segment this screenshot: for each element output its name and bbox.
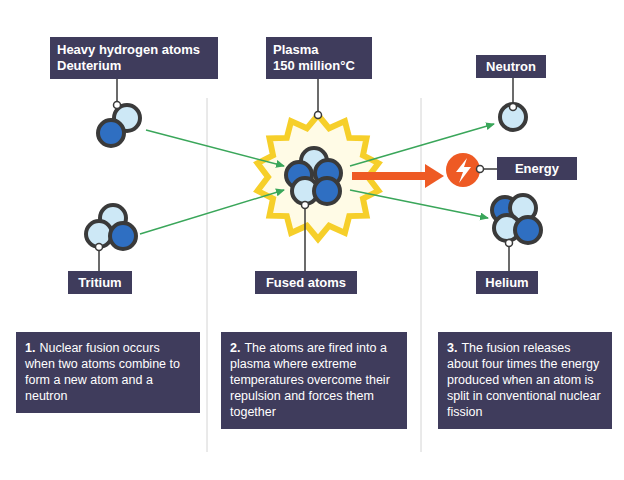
leader-dot [96, 244, 103, 251]
label-box: Neutron [476, 55, 546, 78]
proton-particle [110, 223, 136, 249]
leader-dot [114, 102, 121, 109]
step-box: 1.Nuclear fusion occurs when two atoms c… [16, 332, 200, 413]
step-text: The atoms are fired into a plasma where … [230, 341, 390, 419]
label-text: Neutron [482, 58, 540, 75]
leader-dot [477, 166, 484, 173]
energy-arrow [352, 172, 428, 180]
leader-dot [315, 112, 322, 119]
label-box: Fused atoms [255, 271, 357, 294]
flow-arrow [140, 190, 284, 234]
leader-line [98, 248, 100, 271]
label-text: Fused atoms [261, 274, 351, 291]
proton-particle [314, 178, 340, 204]
label-box: Tritium [68, 271, 132, 294]
step-text: The fusion releases about four times the… [447, 341, 601, 419]
label-text: Plasma [273, 42, 365, 58]
energy-arrow-head [425, 164, 444, 188]
step-text: Nuclear fusion occurs when two atoms com… [25, 341, 180, 403]
label-text: Heavy hydrogen atoms [57, 42, 211, 58]
leader-line [317, 79, 319, 114]
step-number: 1. [25, 341, 35, 355]
label-box: Energy [497, 157, 577, 180]
flow-arrow [146, 130, 284, 166]
leader-dots [96, 102, 517, 251]
step-number: 3. [447, 341, 457, 355]
step-box: 3.The fusion releases about four times t… [438, 332, 612, 429]
fused-atom [286, 148, 341, 204]
proton-particle [515, 217, 541, 243]
step-box: 2.The atoms are fired into a plasma wher… [221, 332, 407, 429]
deuterium-atom [98, 105, 140, 146]
column-divider [421, 98, 422, 452]
helium-atom [492, 195, 541, 243]
proton-particle [98, 120, 124, 146]
flow-arrow [350, 190, 488, 218]
label-text: 150 million°C [273, 58, 365, 74]
neutron-atom [500, 104, 526, 130]
leader-line [116, 79, 118, 104]
energy-symbol [446, 153, 480, 187]
leader-dot [506, 240, 513, 247]
tritium-atom [86, 205, 136, 249]
label-box: Heavy hydrogen atomsDeuterium [50, 37, 218, 79]
leader-line [304, 206, 306, 271]
leader-dot [510, 104, 517, 111]
label-text: Helium [482, 274, 532, 291]
neutron-particle [500, 104, 526, 130]
label-box: Helium [476, 271, 538, 294]
lightning-bolt [456, 158, 471, 183]
label-text: Energy [503, 160, 571, 177]
leader-lines [99, 78, 513, 271]
leader-dot [302, 202, 309, 209]
step-number: 2. [230, 341, 240, 355]
column-divider [207, 98, 208, 452]
label-text: Tritium [74, 274, 126, 291]
label-box: Plasma150 million°C [266, 37, 372, 79]
leader-line [512, 78, 514, 106]
label-text: Deuterium [57, 58, 211, 74]
